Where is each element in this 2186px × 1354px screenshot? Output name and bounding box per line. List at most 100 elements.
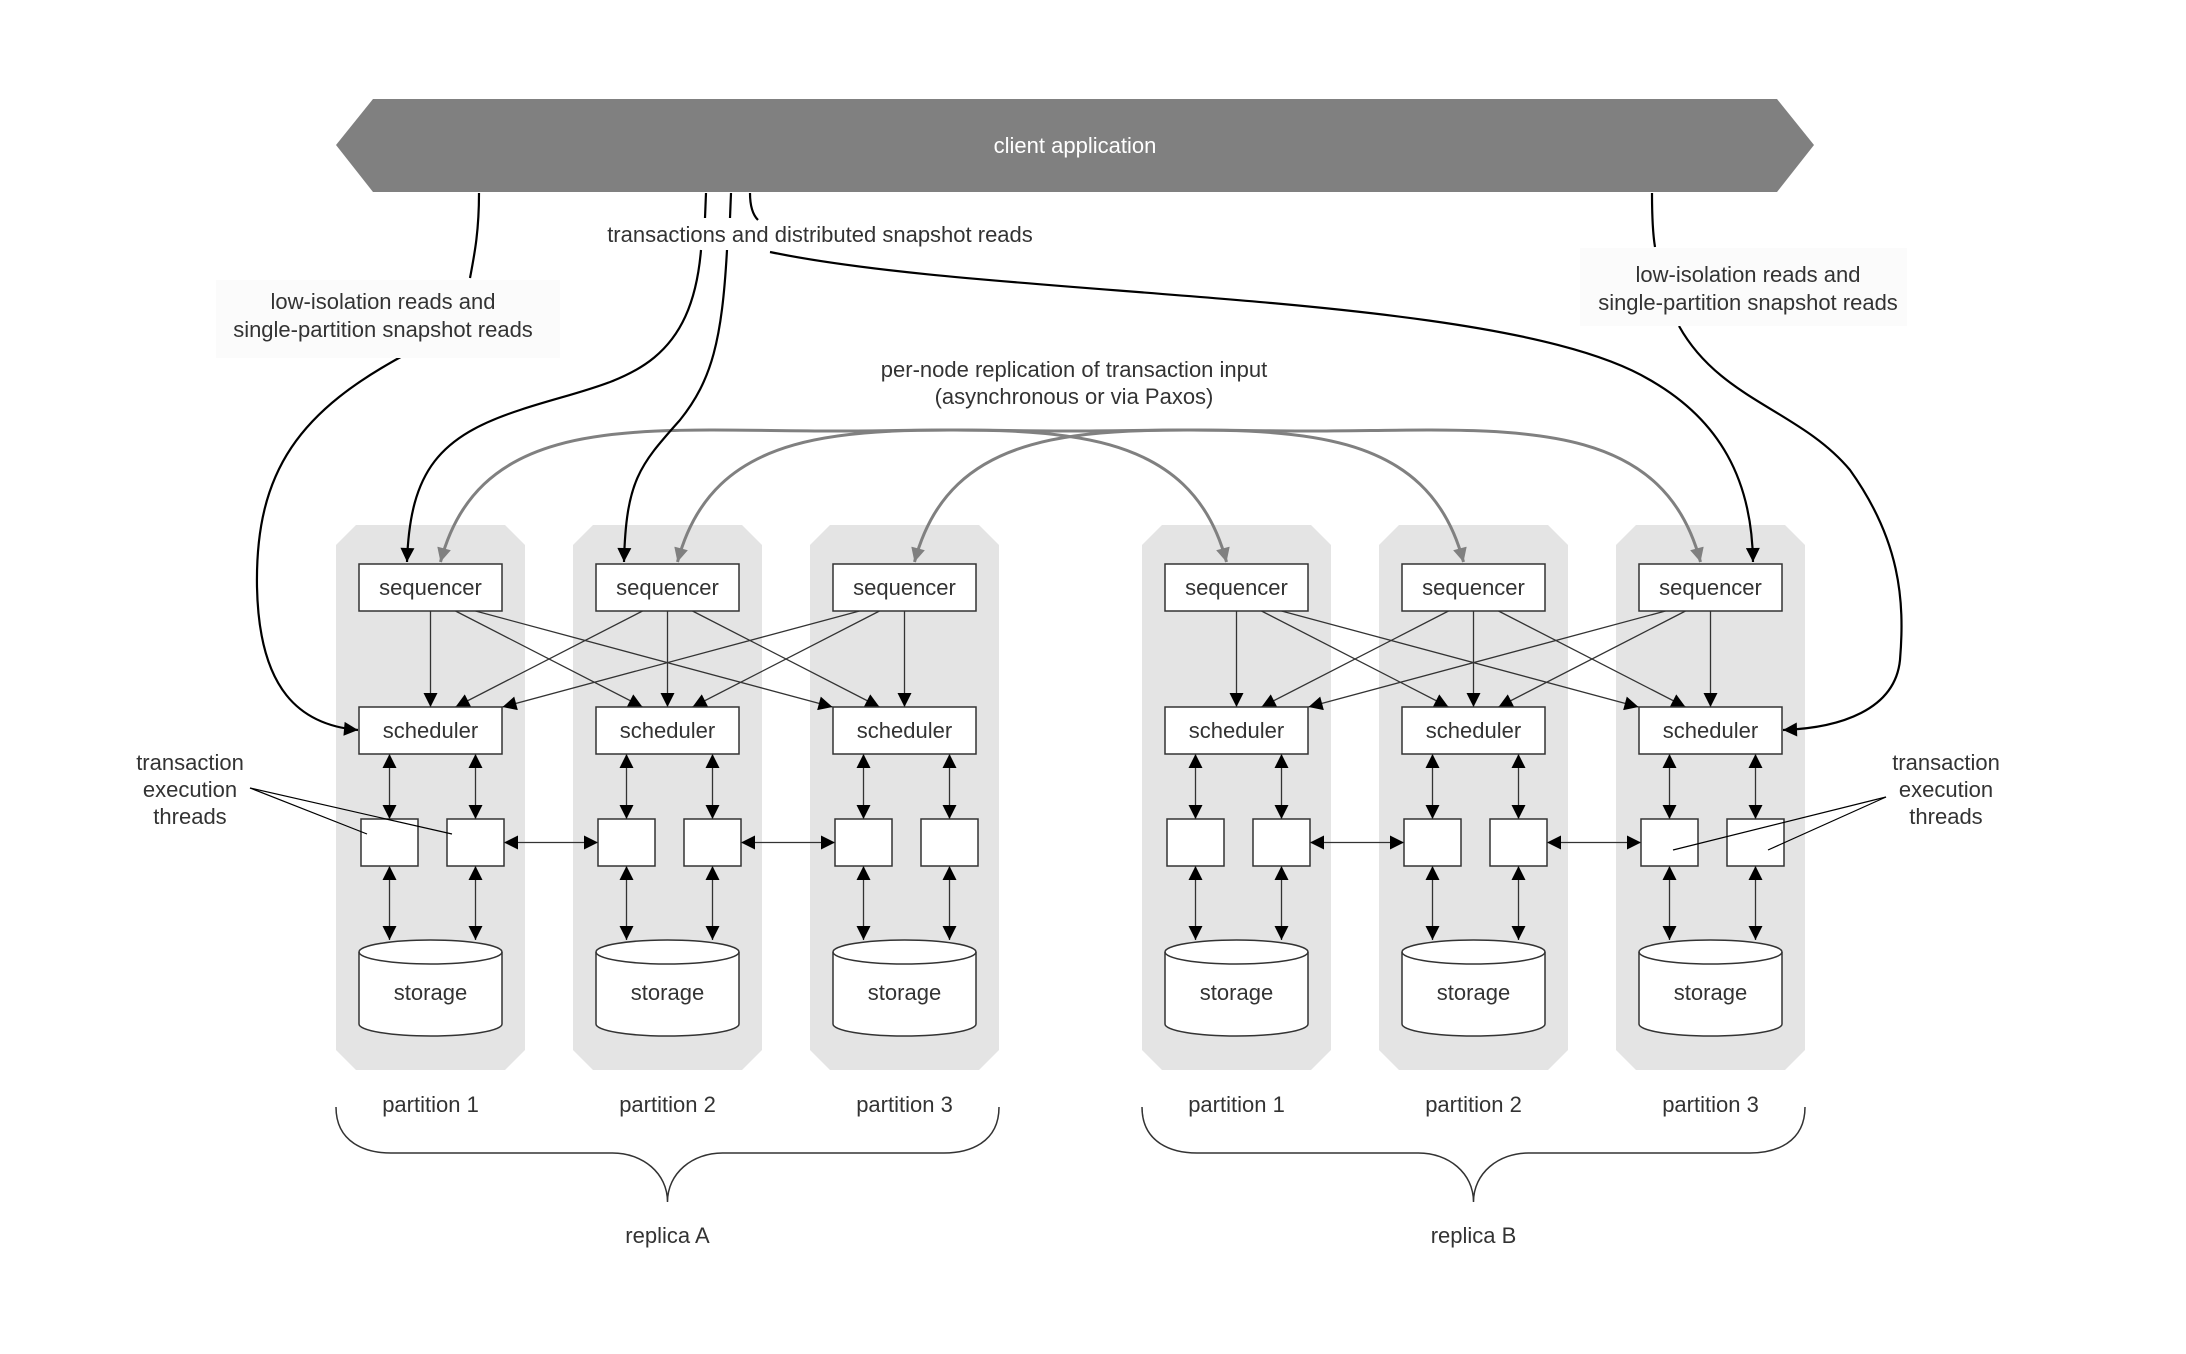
transaction-arrow-a1 xyxy=(400,249,703,563)
storage-cylinder-rim xyxy=(1401,951,1546,965)
partition-a2-components: sequencer scheduler storage xyxy=(595,563,742,1037)
threads-right-line2: execution xyxy=(1899,777,1993,802)
sequencer-label: sequencer xyxy=(616,575,719,600)
replication-line1: per-node replication of transaction inpu… xyxy=(881,357,1267,382)
replica-a-brace xyxy=(335,1106,1000,1203)
low-isolation-left-bg xyxy=(216,280,560,358)
sequencer-to-scheduler-arrow xyxy=(502,610,860,711)
execution-thread-box xyxy=(1726,818,1785,867)
client-application-label: client application xyxy=(994,133,1157,158)
replication-arrow xyxy=(911,428,1704,563)
client-application: client application xyxy=(336,99,1814,192)
threads-right-line1: transaction xyxy=(1892,750,2000,775)
transactions-label: transactions and distributed snapshot re… xyxy=(607,222,1033,247)
client-stub-1 xyxy=(703,192,708,219)
threads-right-line3: threads xyxy=(1909,804,1982,829)
sequencer-label: sequencer xyxy=(1659,575,1762,600)
low-isolation-annotation-left: low-isolation reads and single-partition… xyxy=(216,280,560,358)
low-isolation-stub-right xyxy=(1650,192,1657,248)
storage-label: storage xyxy=(631,980,704,1005)
low-isolation-annotation-right: low-isolation reads and single-partition… xyxy=(1580,248,1907,326)
low-isolation-arrow-right xyxy=(1678,325,1903,737)
sequencer-label: sequencer xyxy=(1185,575,1288,600)
transactions-annotation: transactions and distributed snapshot re… xyxy=(607,222,1033,247)
sequencer-to-scheduler-arrow xyxy=(1308,610,1666,711)
sequencer-label: sequencer xyxy=(379,575,482,600)
partition-label: partition 1 xyxy=(1188,1092,1285,1117)
scheduler-box xyxy=(1401,706,1546,755)
scheduler-label: scheduler xyxy=(1426,718,1521,743)
execution-thread-box xyxy=(834,818,893,867)
sequencer-to-scheduler-arrow xyxy=(692,610,880,708)
sequencer-to-scheduler-arrow xyxy=(1261,610,1449,708)
replica-b-label: replica B xyxy=(1431,1223,1517,1248)
threads-left-pointer-2 xyxy=(249,787,453,835)
sequencer-label: sequencer xyxy=(853,575,956,600)
threads-right-pointer-2 xyxy=(1767,796,1887,851)
storage-cylinder xyxy=(595,939,740,1037)
scheduler-box xyxy=(595,706,740,755)
sequencer-box xyxy=(358,563,503,612)
sequencer-to-scheduler-arrow xyxy=(1281,610,1639,711)
low-isolation-arrow-left xyxy=(255,351,411,736)
low-isolation-left-line2: single-partition snapshot reads xyxy=(233,317,533,342)
partition-label: partition 1 xyxy=(382,1092,479,1117)
execution-thread-box xyxy=(1252,818,1311,867)
storage-cylinder-rim xyxy=(1638,951,1783,965)
execution-thread-box xyxy=(1640,818,1699,867)
replication-arrow xyxy=(437,428,1230,563)
scheduler-box xyxy=(832,706,977,755)
client-stub-2 xyxy=(728,192,733,219)
execution-thread-box xyxy=(360,818,419,867)
execution-thread-box xyxy=(920,818,979,867)
sequencer-box xyxy=(832,563,977,612)
scheduler-box xyxy=(358,706,503,755)
sequencer-to-scheduler-arrow xyxy=(475,610,833,711)
scheduler-label: scheduler xyxy=(857,718,952,743)
replication-annotation: per-node replication of transaction inpu… xyxy=(881,357,1267,409)
storage-cylinder-rim xyxy=(832,951,977,965)
sequencer-to-scheduler-arrow xyxy=(455,610,643,708)
replica-braces: replica A replica B xyxy=(335,1106,1806,1248)
partition-label: partition 3 xyxy=(1662,1092,1759,1117)
partition-b3-components: sequencer scheduler storage xyxy=(1638,563,1785,1037)
client-application-banner xyxy=(336,99,1814,192)
execution-thread-box xyxy=(446,818,505,867)
sequencer-box xyxy=(1638,563,1783,612)
transaction-arrow-b3 xyxy=(769,250,1760,563)
storage-label: storage xyxy=(1437,980,1510,1005)
storage-cylinder xyxy=(1638,939,1783,1037)
storage-cylinder xyxy=(358,939,503,1037)
execution-thread-box xyxy=(1166,818,1225,867)
storage-cylinder xyxy=(1164,939,1309,1037)
scheduler-label: scheduler xyxy=(620,718,715,743)
storage-cylinder-rim xyxy=(595,951,740,965)
execution-thread-box xyxy=(683,818,742,867)
scheduler-label: scheduler xyxy=(383,718,478,743)
storage-cylinder-rim xyxy=(1164,951,1309,965)
execution-thread-box xyxy=(597,818,656,867)
replica-a-label: replica A xyxy=(625,1223,710,1248)
scheduler-label: scheduler xyxy=(1663,718,1758,743)
sequencer-box xyxy=(1401,563,1546,612)
transaction-arrow-a2 xyxy=(617,249,729,563)
threads-right-pointer-1 xyxy=(1672,796,1887,851)
component-boxes: sequencer scheduler storage sequencer schedu… xyxy=(358,563,1785,1037)
low-isolation-left-line1: low-isolation reads and xyxy=(270,289,495,314)
execution-thread-box xyxy=(1403,818,1462,867)
sequencer-to-scheduler-arrow xyxy=(1498,610,1686,708)
scheduler-box xyxy=(1164,706,1309,755)
storage-label: storage xyxy=(1674,980,1747,1005)
sequencer-box xyxy=(1164,563,1309,612)
replication-arrow xyxy=(674,428,1467,563)
threads-left-line3: threads xyxy=(153,804,226,829)
threads-left-line2: execution xyxy=(143,777,237,802)
execution-thread-box xyxy=(1489,818,1548,867)
sequencer-label: sequencer xyxy=(1422,575,1525,600)
threads-annotation-left: transaction execution threads xyxy=(136,750,453,835)
threads-left-line1: transaction xyxy=(136,750,244,775)
